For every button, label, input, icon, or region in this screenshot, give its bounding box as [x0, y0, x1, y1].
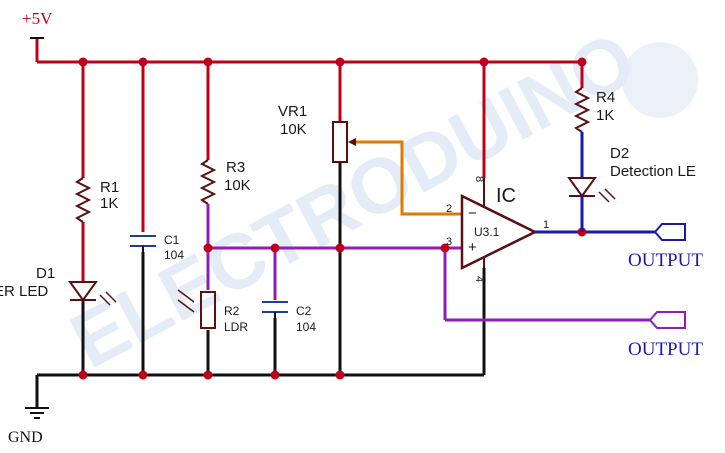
led-d1: D1 ER LED: [0, 265, 117, 306]
opamp-ic: − + U3.1 IC 2 3 1 8 4: [446, 176, 549, 282]
d1-ref: D1: [36, 265, 55, 282]
ldr-node-junctions: [203, 243, 450, 253]
vr1-value: 10K: [280, 121, 307, 138]
supply-symbol: +5V: [22, 9, 53, 39]
pin-2: 2: [446, 203, 452, 215]
supply-rail: [35, 38, 584, 282]
potentiometer-vr1: VR1 10K: [278, 103, 462, 216]
ic-title: IC: [496, 185, 516, 207]
pin-8: 8: [473, 176, 485, 182]
minus-sign: −: [468, 205, 477, 222]
plus-sign: +: [468, 239, 477, 256]
resistor-r1: R1 1K: [74, 177, 119, 223]
pin-1: 1: [543, 219, 549, 231]
r4-value: 1K: [596, 107, 614, 124]
c1-value: 104: [164, 248, 184, 262]
resistor-r4: R4 1K: [573, 87, 615, 150]
output-1-label: OUTPUT: [628, 250, 703, 271]
pin-3: 3: [446, 236, 452, 248]
watermark: ELECTRODUINO: [57, 14, 698, 385]
led-d2: D2 Detection LE: [567, 145, 696, 232]
capacitor-c2: [262, 301, 288, 318]
output-2-port: [648, 311, 686, 329]
d2-value: Detection LE: [610, 163, 696, 180]
supply-junctions: [78, 57, 587, 67]
r2-value: LDR: [224, 320, 248, 334]
c2-value: 104: [296, 320, 316, 334]
c2-ref: C2: [296, 304, 312, 318]
output-2-label: OUTPUT: [628, 339, 703, 360]
output-1-port: [653, 223, 686, 241]
supply-label: +5V: [22, 9, 53, 28]
r2-ref: R2: [224, 304, 240, 318]
output-2-port-group: OUTPUT: [628, 311, 703, 360]
ic-ref: U3.1: [474, 225, 500, 239]
ldr-r2: R2 LDR: [177, 289, 248, 334]
ground-rail: [35, 162, 486, 408]
r1-ref: R1: [100, 179, 119, 196]
pin-4: 4: [473, 276, 485, 282]
ground-symbol: [25, 407, 49, 419]
ldr-node-wire: [206, 246, 650, 322]
resistor-r3: R3 10K: [199, 159, 251, 248]
d1-value: ER LED: [0, 283, 48, 300]
c1-ref: C1: [164, 233, 180, 247]
r1-value: 1K: [100, 195, 118, 212]
r3-ref: R3: [226, 159, 245, 176]
ground-junctions: [78, 370, 345, 380]
r4-ref: R4: [596, 89, 615, 106]
output-1-wire: OUTPUT: [535, 223, 703, 271]
r3-value: 10K: [224, 177, 251, 194]
watermark-text: ELECTRODUINO: [57, 14, 649, 385]
d2-ref: D2: [610, 145, 629, 162]
ground-label: GND: [8, 429, 43, 446]
vr1-ref: VR1: [278, 103, 307, 120]
watermark-bulb-icon: [622, 42, 698, 118]
capacitor-c1: [130, 235, 156, 252]
